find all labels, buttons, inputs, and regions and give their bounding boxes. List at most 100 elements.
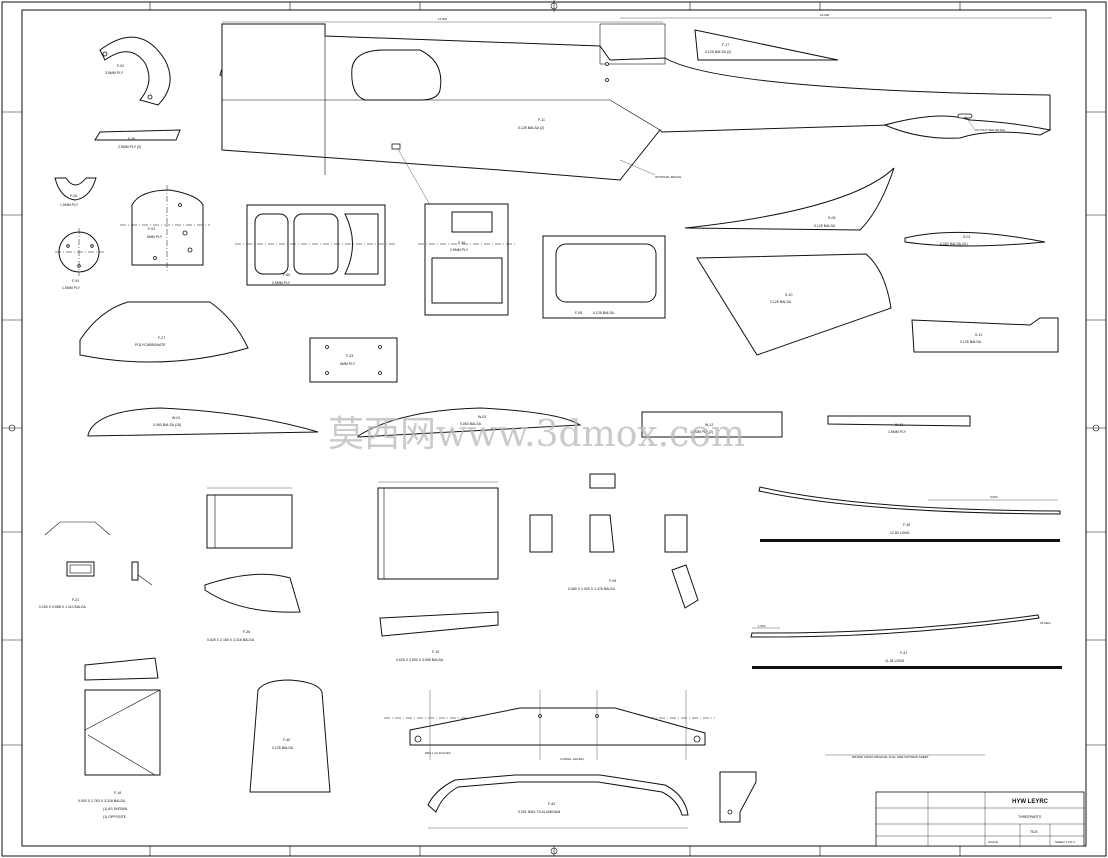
f05-material: 0.125 BALSA	[593, 311, 615, 315]
f09-name: F-09	[609, 579, 616, 583]
f26a-material: 2.5MM PLY (2)	[118, 145, 141, 149]
f11-dim2: 10.900	[820, 13, 830, 17]
s11-name: S-11	[975, 333, 982, 337]
part-f21: F-21 0.250 X 0.658 X 1.110 BALSA	[39, 521, 153, 609]
part-f16: F-16 0.500 X 2.763 X 3.316 BALSA (1) AS …	[78, 657, 161, 819]
f41-angle: 25 DEG	[1040, 621, 1051, 625]
part-f60: F-60 2.5MM PLY	[235, 204, 395, 286]
part-f11: 11.500 10.900 F-11 0.125 BALSA (2) OPTIO…	[221, 13, 1052, 206]
title-sheet-title: THREEPARTS	[1018, 815, 1042, 819]
f04-material: 1.5MM PLY	[62, 286, 81, 290]
f11-stringer-note: OPTIONAL BRACE	[655, 175, 681, 179]
f05-name: F-05	[575, 311, 582, 315]
f42-drill-note: DRILL (2) PLACES	[425, 751, 451, 755]
s10-name: S-10	[785, 293, 792, 297]
part-f30: F-30 2.5MM PLY	[418, 203, 516, 316]
part-f05: F-05 0.125 BALSA	[542, 235, 666, 319]
part-f09: F-09 0.469 X 1.000 X 1.476 BALSA	[529, 473, 699, 609]
f30-material: 2.5MM PLY	[450, 248, 469, 252]
f16-note1: (1) AS SHOWN	[103, 807, 128, 811]
f30-name: F-30	[458, 241, 465, 245]
f11-material: 0.125 BALSA (2)	[518, 126, 544, 130]
part-f42: DRILL (2) PLACES 4 (DRILL HOLES) F-42 0.…	[384, 690, 757, 829]
w12-name: W-12	[705, 423, 713, 427]
f27-material: POLYCARBONATE	[135, 343, 166, 347]
w12-material: 1.5MM PLY (2)	[690, 430, 713, 434]
w01-material: 0.063 BALSA (18)	[153, 423, 181, 427]
part-f26a: F-26 2.5MM PLY (2)	[94, 129, 181, 149]
f60-name: F-60	[283, 273, 290, 277]
f45-dim: 6.000	[990, 495, 998, 499]
f23-material: 6MM PLY	[340, 362, 356, 366]
f11-cutout-note: CUTOUT SEE DETAIL	[975, 128, 1006, 132]
f41-name: F-41	[900, 651, 907, 655]
part-f01: F-01 6MM PLY	[120, 185, 210, 272]
part-f06: F-06 1.5MM PLY	[54, 177, 97, 207]
part-f23: F-23 6MM PLY	[309, 337, 398, 383]
w11-material: 1.5MM PLY	[888, 430, 907, 434]
part-f27: F-27 POLYCARBONATE	[79, 301, 249, 363]
part-w12: W-12 1.5MM PLY (2)	[641, 411, 783, 438]
w02-material: 0.063 BALSA	[460, 422, 482, 426]
f16-name: F-16	[114, 791, 121, 795]
f01-name: F-01	[148, 227, 155, 231]
part-w02: W-02 0.063 BALSA	[357, 407, 582, 438]
part-s10: S-10 0.125 BALSA	[696, 253, 892, 356]
f40-name: F-40	[283, 738, 290, 742]
part-w01: W-01 0.063 BALSA (18)	[87, 407, 319, 437]
f41-dim: 1.500	[758, 624, 766, 628]
f41-material: 11.34 LONG	[885, 659, 905, 663]
f21-material: 0.250 X 0.658 X 1.110 BALSA	[39, 605, 86, 609]
s06-material: 0.125 BALSA	[814, 224, 836, 228]
part-f45: 6.000 F-45 12.80 LONG	[758, 486, 1061, 542]
f26b-material: 0.625 X 2.160 X 3.316 BALSA	[207, 638, 255, 642]
part-f15: F-15 0.625 X 3.500 X 4.696 BALSA	[377, 481, 499, 662]
f11-dim: 11.500	[438, 17, 447, 21]
title-project: HYW LEYRC	[1012, 799, 1049, 805]
f45-name: F-45	[903, 523, 910, 527]
f45-material: 12.80 LONG	[890, 531, 910, 535]
f17-name: F-17	[722, 43, 729, 47]
f23-name: F-23	[346, 354, 353, 358]
watermark-text: 莫西网www.3dmox.com	[328, 414, 745, 455]
part-f40: F-40 0.125 BALSA	[249, 679, 331, 793]
f06-name: F-06	[70, 194, 77, 198]
f16-material: 0.500 X 2.763 X 3.316 BALSA	[78, 799, 126, 803]
f02-material: 3.5MM PLY	[105, 71, 124, 75]
w01-name: W-01	[172, 416, 180, 420]
part-f02: F-02 3.5MM PLY	[99, 36, 171, 106]
f60-material: 2.5MM PLY	[272, 281, 291, 285]
part-s01: S-01 0.063 BALSA (11)	[904, 231, 1046, 247]
part-f17: F-17 0.125 BALSA (2)	[694, 29, 839, 61]
f40-material: 0.125 BALSA	[272, 746, 294, 750]
f04-name: F-04	[72, 279, 79, 283]
f26a-name: F-26	[128, 137, 135, 141]
general-note: DRAWN FROM ORIGINAL FULL SIZE PATTERN SH…	[852, 755, 929, 759]
f11-name: F-11	[538, 118, 545, 122]
title-sheet-number: SHEET 2 OF 2	[1055, 840, 1075, 844]
f06-material: 1.5MM PLY	[60, 203, 79, 207]
f42-material: 0.091 6061-T6 ALUMINUM	[518, 810, 560, 814]
part-f26b: F-26 0.625 X 2.160 X 3.316 BALSA	[204, 487, 301, 642]
f09-material: 0.469 X 1.000 X 1.476 BALSA	[568, 587, 616, 591]
f15-name: F-15	[432, 650, 439, 654]
s01-material: 0.063 BALSA (11)	[940, 242, 968, 246]
title-scale: SCALE	[988, 840, 998, 844]
f02-name: F-02	[117, 64, 124, 68]
s10-material: 0.125 BALSA	[770, 300, 792, 304]
f42-drill-note2: 4 (DRILL HOLES)	[560, 757, 584, 761]
w11-name: W-11	[895, 423, 903, 427]
w02-name: W-02	[478, 415, 486, 419]
part-s11: S-11 0.125 BALSA	[911, 317, 1059, 353]
f27-name: F-27	[158, 336, 165, 340]
f42-name: F-42	[548, 802, 555, 806]
f17-material: 0.125 BALSA (2)	[705, 50, 731, 54]
s01-name: S-01	[963, 235, 970, 239]
part-w11: W-11 1.5MM PLY	[827, 415, 971, 434]
f16-note2: (1) OPPOSITE	[103, 815, 127, 819]
s11-material: 0.125 BALSA	[960, 340, 982, 344]
f26b-name: F-26	[243, 630, 250, 634]
